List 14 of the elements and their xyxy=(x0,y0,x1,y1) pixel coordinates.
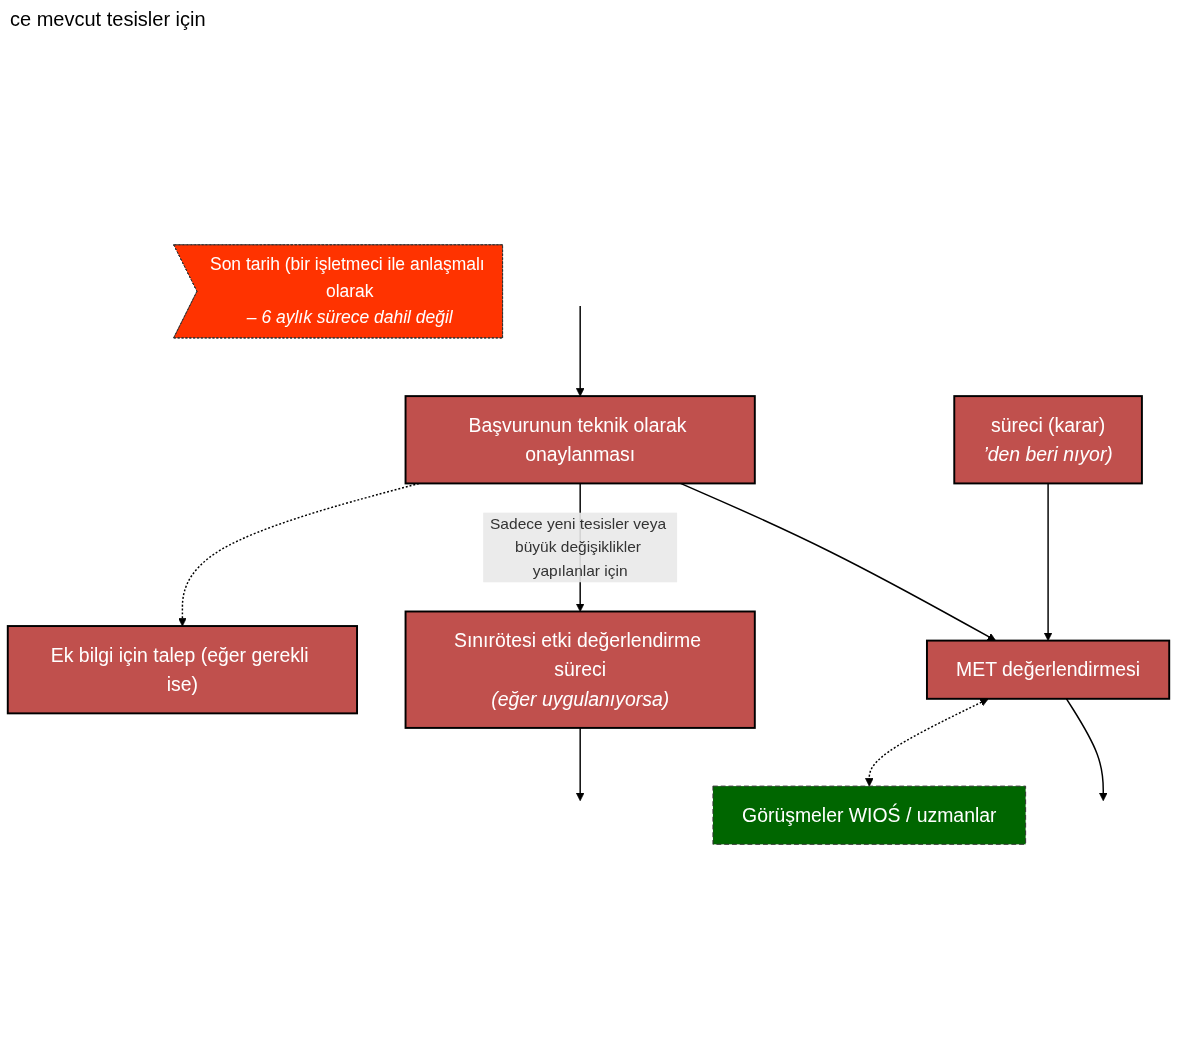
arrow xyxy=(679,483,997,642)
path-note: ce mevcut tesisler için xyxy=(10,8,206,31)
arrow xyxy=(1043,483,1053,642)
arrow xyxy=(575,305,585,397)
arrow xyxy=(575,727,585,802)
arrow xyxy=(1065,698,1108,802)
node-box: Görüşmeler WIOŚ / uzmanlar xyxy=(712,786,1027,846)
node-box: Sınırötesi etki değerlendirme süreci (eğer uygulanıyorsa) xyxy=(404,610,756,730)
node-box: Başvurunun teknik olarak onaylanması xyxy=(404,395,756,485)
node-box: süreci (karar) ’den beri nıyor) xyxy=(953,395,1143,485)
edge-label: Sadece yeni tesisler veya büyük değişiklikler yapılanlar için xyxy=(490,515,667,579)
arrow xyxy=(865,698,989,787)
node-box: Ek bilgi için talep (eğer gerekli ise) xyxy=(6,625,358,715)
node-box: MET değerlendirmesi xyxy=(926,640,1171,701)
